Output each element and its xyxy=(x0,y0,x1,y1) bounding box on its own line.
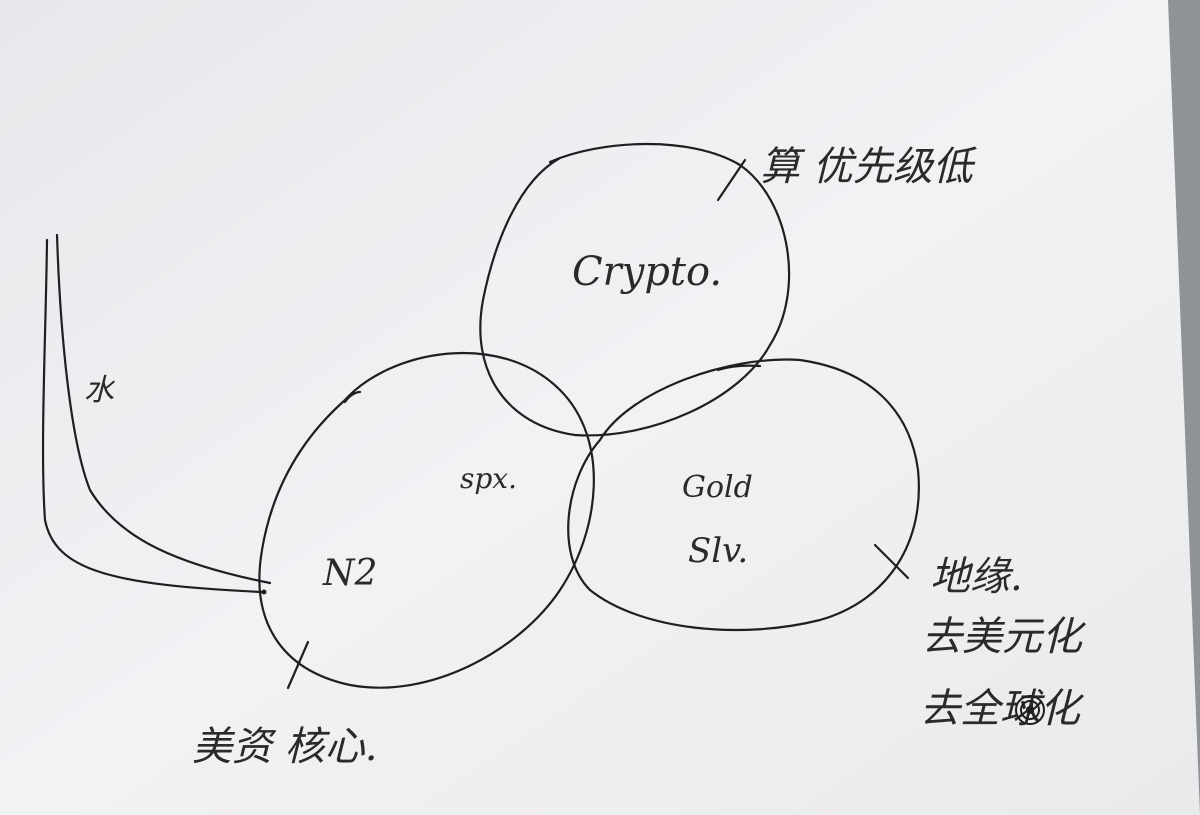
de-dollarization-note: 去美元化 xyxy=(922,614,1087,660)
flow-end-dot xyxy=(261,589,267,595)
de-globalization-note: 去全球化 xyxy=(920,686,1085,732)
gold-top-tick xyxy=(716,364,762,372)
n2-label: N2 xyxy=(322,553,377,594)
gold-circle xyxy=(567,358,920,632)
water-note: 水 xyxy=(84,373,116,408)
spx-top-tick xyxy=(343,390,362,404)
gold-pointer xyxy=(873,543,910,580)
us-capital-note: 美资 核心. xyxy=(192,724,377,770)
left-flow-line xyxy=(41,238,264,594)
crypto-circle xyxy=(479,142,791,437)
n2-pointer xyxy=(286,640,310,690)
spx-label: spx. xyxy=(460,462,517,495)
left-flow-line-inner xyxy=(55,233,272,585)
priority-note: 算 优先级低 xyxy=(760,144,978,190)
geopolitics-note: 地缘. xyxy=(930,554,1023,600)
spx-circle xyxy=(258,351,595,689)
gold-label: Gold xyxy=(682,470,753,505)
scribble-mark xyxy=(1015,695,1045,725)
crypto-pointer xyxy=(716,158,747,202)
crypto-label: Crypto. xyxy=(572,249,722,295)
silver-label: Slv. xyxy=(688,531,748,571)
